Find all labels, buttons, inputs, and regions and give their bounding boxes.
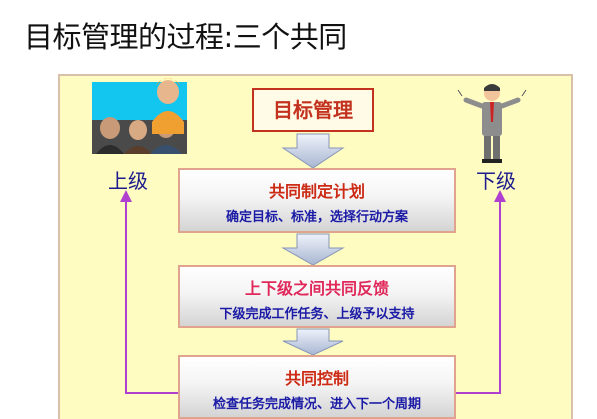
meeting-group-illustration xyxy=(92,78,187,154)
step-box-joint-feedback: 上下级之间共同反馈 下级完成工作任务、上级予以支持 xyxy=(178,265,456,328)
standing-man-illustration xyxy=(457,84,527,163)
step-title: 共同控制 xyxy=(284,369,349,388)
step-title: 上下级之间共同反馈 xyxy=(244,279,389,298)
loop-arrowhead-left xyxy=(120,190,132,202)
slide-title: 目标管理的过程:三个共同 xyxy=(24,20,347,54)
down-arrow-1 xyxy=(281,133,345,169)
down-arrow-3 xyxy=(282,328,344,356)
down-arrow-2 xyxy=(281,233,345,266)
feedback-loop-arrows xyxy=(125,198,501,394)
step-description: 确定目标、标准，选择行动方案 xyxy=(225,210,408,225)
step-box-joint-planning: 共同制定计划 确定目标、标准，选择行动方案 xyxy=(178,168,456,233)
step-title: 共同制定计划 xyxy=(268,182,365,201)
lower-level-label: 下级 xyxy=(476,169,516,193)
step-description: 检查任务完成情况、进入下一个周期 xyxy=(212,397,421,412)
loop-arrowhead-right xyxy=(494,190,506,202)
goal-management-box: 目标管理 xyxy=(252,88,374,132)
step-box-joint-control: 共同控制 检查任务完成情况、进入下一个周期 xyxy=(178,355,456,419)
step-description: 下级完成工作任务、上级予以支持 xyxy=(219,307,415,322)
upper-level-label: 上级 xyxy=(108,169,148,193)
